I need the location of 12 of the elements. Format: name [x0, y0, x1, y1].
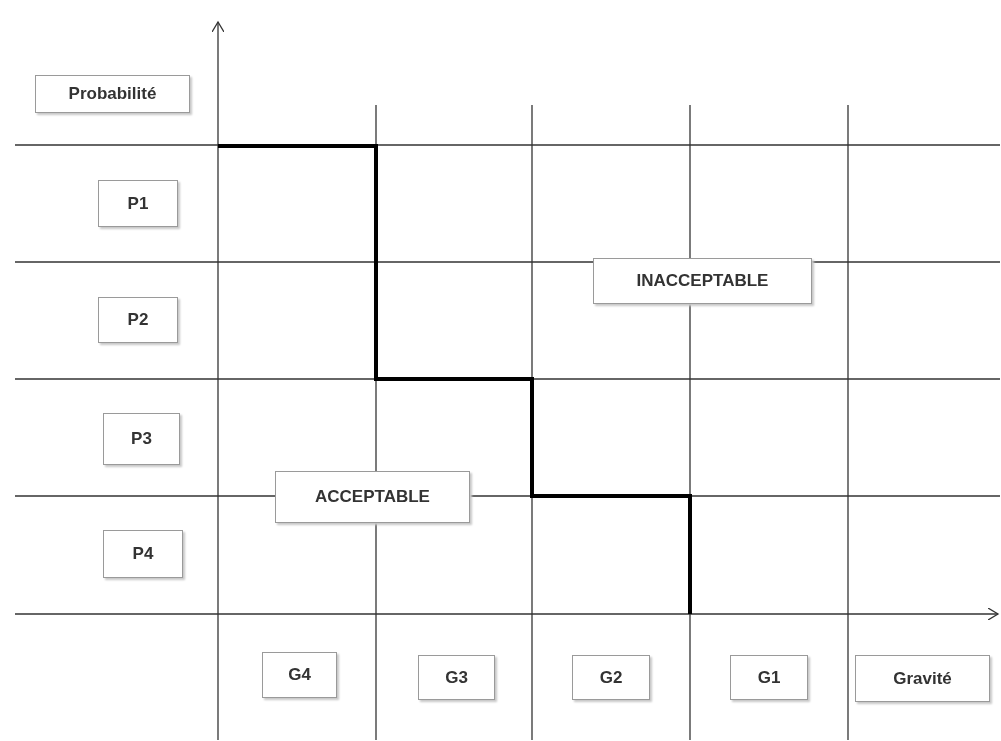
probability-level-label: P1 — [98, 180, 178, 227]
severity-level-label: G3 — [418, 655, 495, 700]
zone-label: ACCEPTABLE — [275, 471, 470, 523]
zone-label: INACCEPTABLE — [593, 258, 812, 304]
severity-level-label: G4 — [262, 652, 337, 698]
severity-level-label: G2 — [572, 655, 650, 700]
severity-level-label: G1 — [730, 655, 808, 700]
probability-level-label: P2 — [98, 297, 178, 343]
probability-level-label: P3 — [103, 413, 180, 465]
probability-level-label: P4 — [103, 530, 183, 578]
axis-title: Gravité — [855, 655, 990, 702]
axis-title: Probabilité — [35, 75, 190, 113]
